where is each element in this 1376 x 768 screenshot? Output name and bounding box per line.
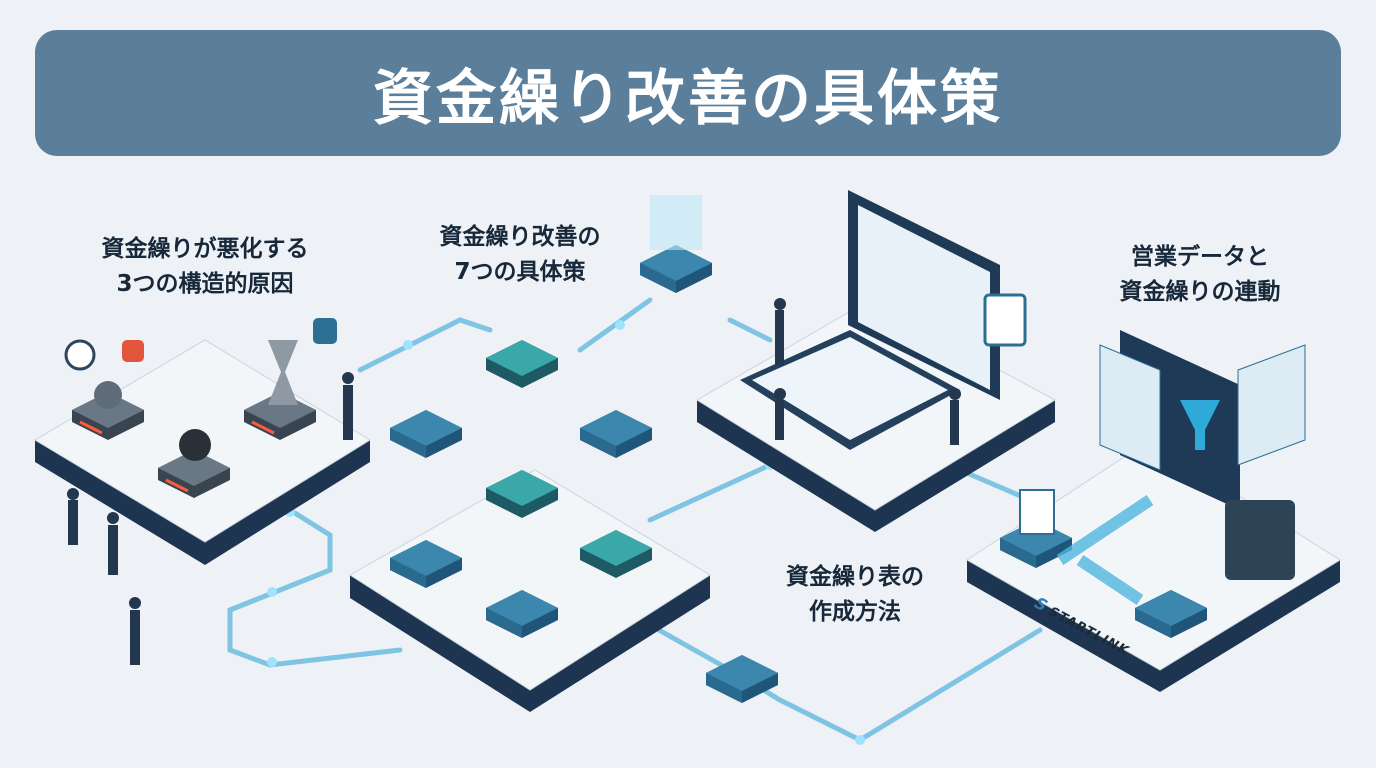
- hourglass-shape: [268, 340, 298, 405]
- platform-causes: [34, 318, 371, 565]
- label-measures: 資金繰り改善の 7つの具体策: [400, 220, 640, 290]
- label-measures-line1: 資金繰り改善の: [439, 224, 601, 250]
- label-causes-line1: 資金繰りが悪化する: [101, 236, 309, 262]
- monitor-screen: [858, 205, 990, 390]
- title-banner: 資金繰り改善の具体策: [35, 30, 1341, 156]
- platform-sales-link: [966, 330, 1341, 692]
- document-icon: [390, 410, 462, 458]
- light-beam: [650, 195, 702, 250]
- report-document: [1019, 489, 1055, 535]
- weight-icon: [179, 429, 211, 461]
- handshake-icon: [580, 410, 652, 458]
- label-cashflow-table: 資金繰り表の 作成方法: [745, 560, 965, 630]
- network-hub-icon: [640, 245, 712, 293]
- label-sales-link: 営業データと 資金繰りの連動: [1080, 240, 1320, 310]
- label-cashflow-line1: 資金繰り表の: [786, 564, 924, 590]
- gear-icon: [94, 381, 122, 409]
- warning-icon: [122, 340, 144, 362]
- funnel-icon: [1180, 400, 1220, 450]
- business-people: [67, 298, 961, 665]
- label-sales-link-line1: 営業データと: [1131, 244, 1269, 270]
- label-sales-link-line2: 資金繰りの連動: [1119, 279, 1281, 305]
- contacts-panel: [1099, 344, 1161, 471]
- tablet-screen: [752, 337, 948, 440]
- label-causes: 資金繰りが悪化する 3つの構造的原因: [60, 232, 350, 302]
- page-title: 資金繰り改善の具体策: [373, 63, 1003, 134]
- clock-icon: [64, 339, 96, 371]
- label-causes-line2: 3つの構造的原因: [116, 271, 294, 297]
- label-cashflow-line2: 作成方法: [809, 599, 901, 625]
- platform-dashboard: [696, 190, 1057, 532]
- platform-measures: [349, 195, 712, 712]
- label-measures-line2: 7つの具体策: [454, 259, 586, 285]
- chart-panel: [1237, 344, 1306, 466]
- checklist-icon: [983, 293, 1027, 347]
- flow-arrows: [1056, 495, 1154, 605]
- growth-gear-icon: [486, 340, 558, 388]
- question-icon: [313, 318, 337, 344]
- safe-icon: [1225, 500, 1295, 580]
